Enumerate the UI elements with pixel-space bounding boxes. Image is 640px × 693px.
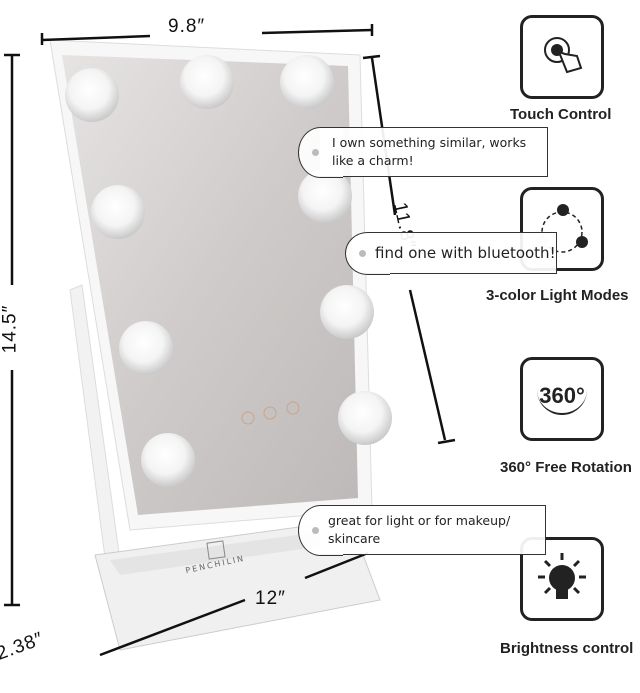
comment-bubble[interactable]: great for light or for makeup/ skincare	[298, 504, 546, 556]
feature-label: Touch Control	[510, 106, 612, 123]
comment-text: find one with bluetooth!	[375, 244, 556, 262]
mirror-glass	[62, 55, 358, 515]
lightbulb-icon	[538, 553, 586, 599]
bulb	[298, 169, 352, 223]
bulb	[338, 391, 392, 445]
feature-label: 3-color Light Modes	[486, 287, 629, 304]
touch-hand-icon	[544, 37, 583, 74]
bulb	[119, 321, 173, 375]
touch-buttons	[241, 401, 300, 425]
bulb	[141, 433, 195, 487]
rotate-360-icon: 360°	[537, 383, 587, 415]
dimension-height-total: 14.5″	[0, 304, 21, 354]
dimension-base-width: 12″	[255, 588, 286, 609]
dimension-lines	[4, 24, 456, 657]
feature-label: 360° Free Rotation	[500, 459, 632, 476]
bulbs	[65, 55, 392, 487]
rotation-icon-box: 360°	[520, 357, 604, 441]
feature-label: Brightness control	[500, 640, 634, 657]
comment-bubble[interactable]: find one with bluetooth!	[345, 231, 557, 275]
comment-text: great for light or for makeup/ skincare	[328, 513, 511, 546]
comment-pin-dot	[312, 527, 319, 534]
comment-bubble[interactable]: I own something similar, works like a ch…	[298, 126, 548, 178]
touch-control-icon-box	[520, 15, 604, 99]
comment-pin-dot	[359, 250, 366, 257]
bulb	[280, 55, 334, 109]
dimension-width-top: 9.8″	[168, 16, 206, 37]
bulb	[180, 55, 234, 109]
bulb	[91, 185, 145, 239]
brand-logo	[206, 540, 226, 560]
bulb	[65, 68, 119, 122]
comment-text: I own something similar, works like a ch…	[332, 135, 527, 168]
bulb	[320, 285, 374, 339]
comment-pin-dot	[312, 149, 319, 156]
